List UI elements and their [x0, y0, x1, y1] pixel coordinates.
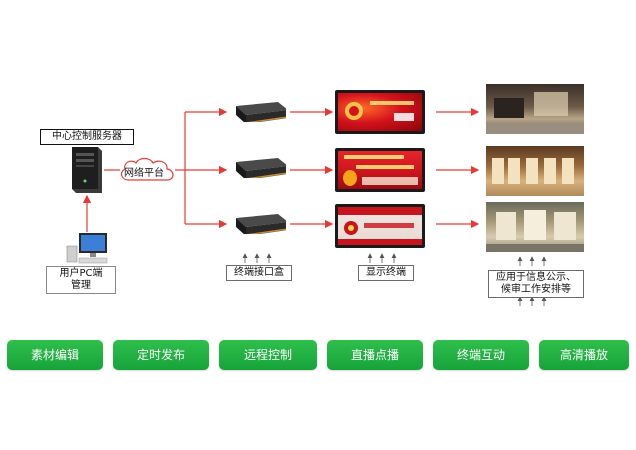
display-screen-1	[335, 90, 425, 134]
interface-box-icon-3	[236, 214, 286, 234]
cloud-icon	[120, 157, 174, 181]
feature-terminal-interaction: 终端互动	[433, 340, 529, 370]
lantern-icon	[343, 170, 357, 186]
box-up-arrows	[242, 253, 272, 263]
party-emblem-icon	[345, 102, 363, 120]
feature-live-on-demand: 直播点播	[327, 340, 423, 370]
pc-computer-icon	[66, 233, 108, 264]
feature-material-editing: 素材编辑	[7, 340, 103, 370]
party-emblem-icon-2	[344, 221, 358, 235]
interface-box-label: 终端接口盒	[226, 265, 292, 281]
photo-up-arrows	[517, 256, 547, 266]
cloud-label: 网络平台	[124, 168, 164, 179]
application-photo-3	[486, 202, 584, 252]
interface-box-icon-2	[236, 158, 286, 178]
feature-remote-control: 远程控制	[219, 340, 317, 370]
interface-box-icon-1	[236, 102, 286, 122]
application-up-arrows	[517, 296, 547, 306]
feature-scheduled-publishing: 定时发布	[113, 340, 209, 370]
server-label: 中心控制服务器	[40, 129, 134, 145]
screen-up-arrows	[367, 253, 397, 263]
display-screen-3	[335, 204, 425, 248]
application-photo-1	[486, 84, 584, 134]
pc-label: 用户PC端 管理	[46, 266, 116, 294]
display-screen-2	[335, 148, 425, 192]
application-photo-2	[486, 146, 584, 196]
display-terminal-label: 显示终端	[358, 265, 414, 281]
application-label: 应用于信息公示、 候审工作安排等	[488, 270, 584, 298]
feature-hd-playback: 高清播放	[539, 340, 629, 370]
server-tower-icon	[72, 147, 102, 193]
